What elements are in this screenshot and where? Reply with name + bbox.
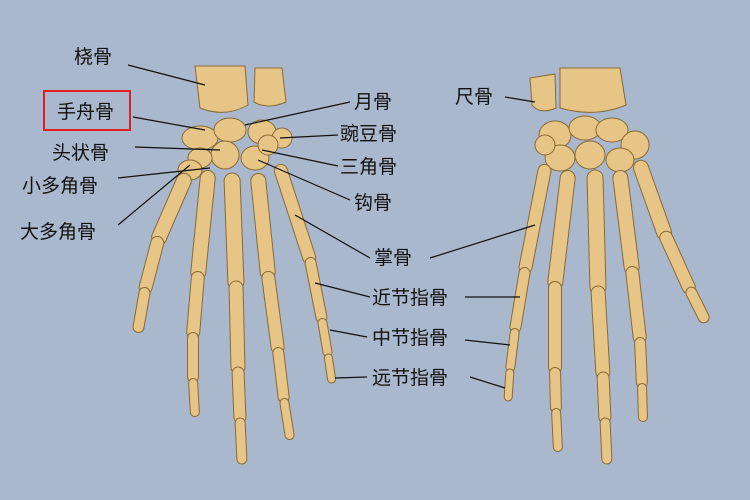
leader-line-9 (294, 214, 371, 259)
carpal-left-8 (257, 134, 279, 156)
index-left-seg1 (187, 271, 204, 339)
ulna-bone-left (253, 67, 287, 107)
leader-line-0 (127, 64, 206, 86)
leader-line-6 (279, 134, 339, 139)
label-pisiform: 豌豆骨 (340, 123, 398, 145)
index-right-seg1 (626, 266, 646, 344)
leader-line-15 (334, 376, 368, 379)
middle-right-seg0 (587, 170, 606, 295)
index-right-seg2 (635, 337, 647, 388)
carpal-left-1 (213, 117, 247, 143)
carpal-right-5 (574, 140, 606, 170)
label-hamate: 钩骨 (354, 192, 393, 214)
label-metacarpal: 掌骨 (374, 247, 413, 269)
leader-line-7 (261, 149, 339, 167)
label-ulna: 尺骨 (455, 86, 494, 108)
little-right-seg1 (510, 267, 530, 333)
little-left-seg2 (318, 318, 332, 357)
middle-left-seg3 (235, 418, 247, 464)
middle-left-seg2 (232, 367, 246, 423)
leader-line-8 (257, 159, 351, 201)
leader-line-2 (134, 146, 221, 151)
index-left-seg3 (189, 378, 199, 417)
label-trapezium: 大多角骨 (20, 221, 97, 243)
thumb-left-seg0 (152, 173, 191, 245)
thumb-right-seg0 (634, 160, 671, 240)
ring-right-seg0 (548, 170, 575, 290)
leader-line-1 (132, 116, 206, 131)
ring-right-seg2 (550, 367, 561, 413)
leader-line-13 (329, 329, 368, 338)
carpal-right-6 (605, 147, 635, 173)
little-left-seg3 (324, 354, 336, 383)
radius-bone-left (194, 65, 249, 113)
middle-right-seg3 (600, 418, 612, 464)
leader-line-5 (244, 101, 351, 126)
label-proximal-phalanx: 近节指骨 (372, 287, 449, 309)
index-right-seg3 (638, 383, 647, 422)
label-triquetrum: 三角骨 (340, 156, 398, 178)
leader-line-17 (504, 96, 536, 103)
leader-line-11 (314, 282, 371, 298)
leader-line-4 (117, 164, 191, 226)
leader-line-16 (469, 376, 506, 389)
label-capitate: 头状骨 (52, 142, 110, 164)
thumb-right-seg1 (660, 231, 695, 294)
label-trapezoid: 小多角骨 (22, 175, 99, 197)
index-left-seg0 (191, 170, 215, 280)
little-left-seg0 (274, 164, 316, 264)
little-right-seg3 (504, 369, 514, 401)
little-right-seg2 (506, 328, 519, 372)
thumb-left-seg1 (139, 236, 164, 294)
label-distal-phalanx: 远节指骨 (372, 367, 449, 389)
little-left-seg1 (305, 257, 327, 323)
label-middle-phalanx: 中节指骨 (372, 327, 449, 349)
ring-right-seg3 (552, 408, 562, 452)
index-right-seg0 (613, 170, 639, 275)
radius-bone-right (559, 67, 627, 113)
label-scaphoid: 手舟骨 (57, 101, 115, 123)
carpal-right-2 (595, 117, 629, 143)
ring-left-seg0 (251, 173, 275, 280)
leader-line-3 (117, 167, 211, 179)
leader-line-14 (464, 339, 511, 346)
middle-left-seg1 (229, 281, 245, 374)
ring-left-seg2 (273, 347, 289, 403)
middle-right-seg1 (591, 286, 610, 379)
carpal-left-4 (210, 140, 240, 170)
highlight-box (43, 90, 131, 131)
ring-left-seg3 (280, 398, 294, 440)
thumb-left-seg2 (133, 287, 150, 333)
middle-left-seg0 (224, 173, 244, 290)
label-radius: 桡骨 (74, 46, 113, 68)
ulna-bone-right (529, 73, 557, 112)
leader-line-10 (429, 224, 536, 259)
carpal-right-7 (534, 134, 556, 156)
ring-left-seg1 (262, 271, 284, 354)
little-right-seg0 (519, 164, 551, 274)
thumb-right-seg2 (686, 287, 709, 323)
middle-right-seg2 (597, 372, 611, 423)
label-lunate: 月骨 (354, 91, 393, 113)
